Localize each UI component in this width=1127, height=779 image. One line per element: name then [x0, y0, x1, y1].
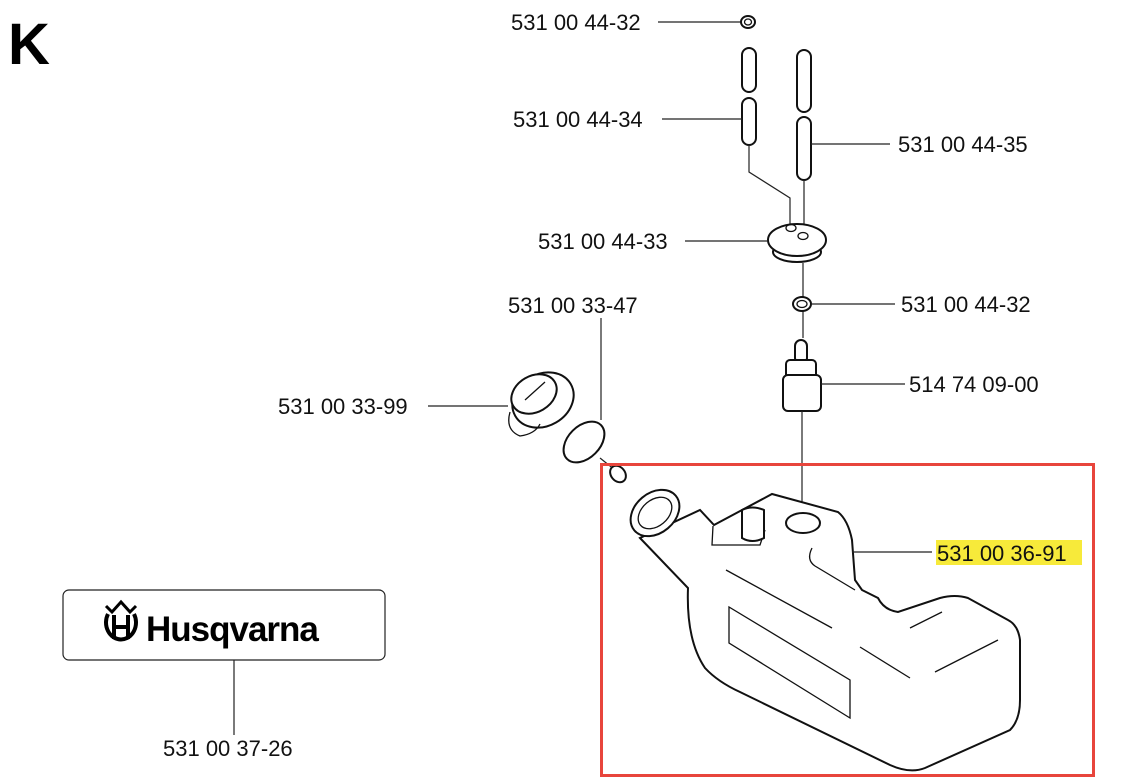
short-hose-part[interactable]: 531 00 44-34 — [513, 47, 791, 228]
section-letter: K — [8, 12, 50, 77]
part-label-short-hose[interactable]: 531 00 44-34 — [513, 107, 643, 132]
top-washer-part[interactable]: 531 00 44-32 — [511, 10, 756, 35]
part-label-top-washer[interactable]: 531 00 44-32 — [511, 10, 641, 35]
part-label-grommet[interactable]: 531 00 44-33 — [538, 229, 668, 254]
part-label-long-hose[interactable]: 531 00 44-35 — [898, 132, 1028, 157]
decal-part[interactable]: Husqvarna 531 00 37-26 — [62, 589, 386, 761]
fuel-tank-part[interactable] — [621, 480, 1021, 772]
fuel-filter-part[interactable]: 514 74 09-00 — [782, 339, 1039, 520]
part-label-lower-washer[interactable]: 531 00 44-32 — [901, 292, 1031, 317]
part-label-fuel-filter[interactable]: 514 74 09-00 — [909, 372, 1039, 397]
part-label-fuel-tank[interactable]: 531 00 36-91 — [937, 541, 1067, 566]
highlight-marker — [936, 540, 1082, 565]
cap-seal-part[interactable]: 531 00 33-47 — [508, 293, 638, 485]
fuel-cap-part[interactable]: 531 00 33-99 — [278, 361, 584, 438]
part-label-cap-seal[interactable]: 531 00 33-47 — [508, 293, 638, 318]
long-hose-part[interactable]: 531 00 44-35 — [796, 49, 1028, 232]
lower-washer-part[interactable]: 531 00 44-32 — [792, 263, 1031, 338]
part-label-fuel-cap[interactable]: 531 00 33-99 — [278, 394, 408, 419]
highlight-box — [600, 463, 1095, 777]
husqvarna-crown-icon — [104, 599, 138, 642]
brand-logo: Husqvarna — [146, 610, 319, 649]
grommet-part[interactable]: 531 00 44-33 — [538, 223, 827, 263]
part-label-decal[interactable]: 531 00 37-26 — [163, 736, 293, 761]
